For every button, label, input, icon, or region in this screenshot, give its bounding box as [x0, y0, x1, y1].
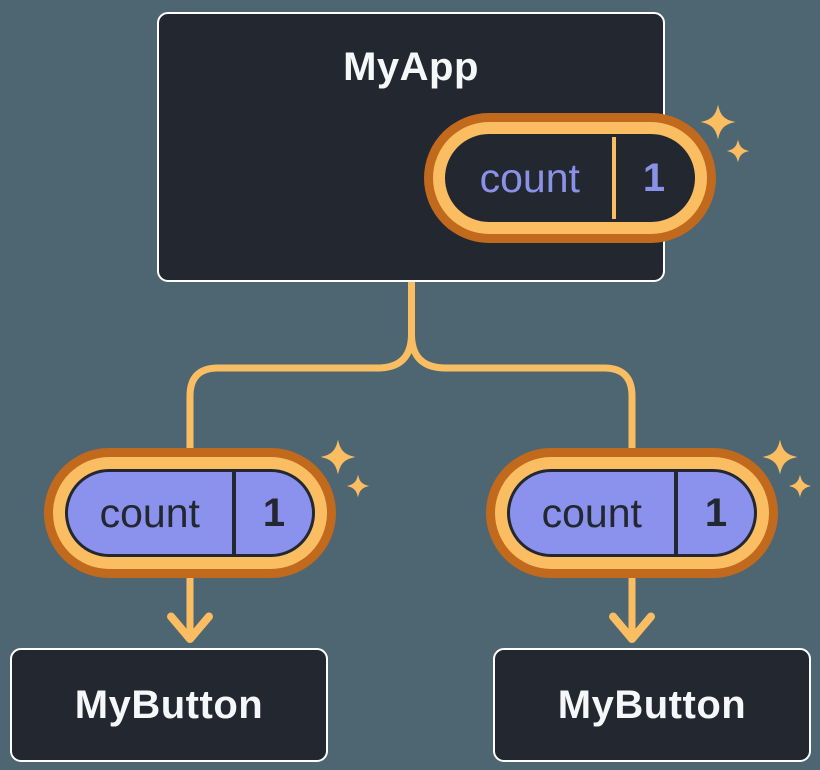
state-pill-body: count 1 — [507, 469, 757, 557]
state-pill-ring: count 1 — [433, 122, 707, 234]
state-pill-body: count 1 — [445, 134, 695, 222]
state-pill-body: count 1 — [65, 469, 315, 557]
node-myapp: MyApp count 1 — [157, 12, 750, 282]
node-title: MyButton — [557, 683, 747, 727]
state-key-label: count — [479, 154, 580, 201]
state-divider — [611, 137, 616, 219]
arrow-down-icon — [167, 612, 213, 643]
state-value: 1 — [704, 490, 728, 535]
state-key-label: count — [99, 489, 200, 536]
state-divider — [231, 472, 236, 554]
connector-branch-right — [408, 279, 636, 640]
state-pill-ring: count 1 — [53, 457, 327, 569]
state-pill-root: count 1 — [424, 104, 750, 243]
state-value: 1 — [642, 155, 666, 200]
state-key-label: count — [541, 489, 642, 536]
state-value: 1 — [262, 490, 286, 535]
state-pill-child-left: count 1 — [44, 439, 370, 578]
arrow-down-icon — [609, 612, 655, 643]
node-mybutton-left: MyButton — [10, 648, 328, 762]
state-pill-ring: count 1 — [495, 457, 769, 569]
state-divider — [673, 472, 678, 554]
state-pill-child-right: count 1 — [486, 439, 812, 578]
node-title: MyButton — [74, 683, 264, 727]
node-title: MyApp — [343, 45, 479, 89]
node-mybutton-right: MyButton — [493, 648, 811, 762]
